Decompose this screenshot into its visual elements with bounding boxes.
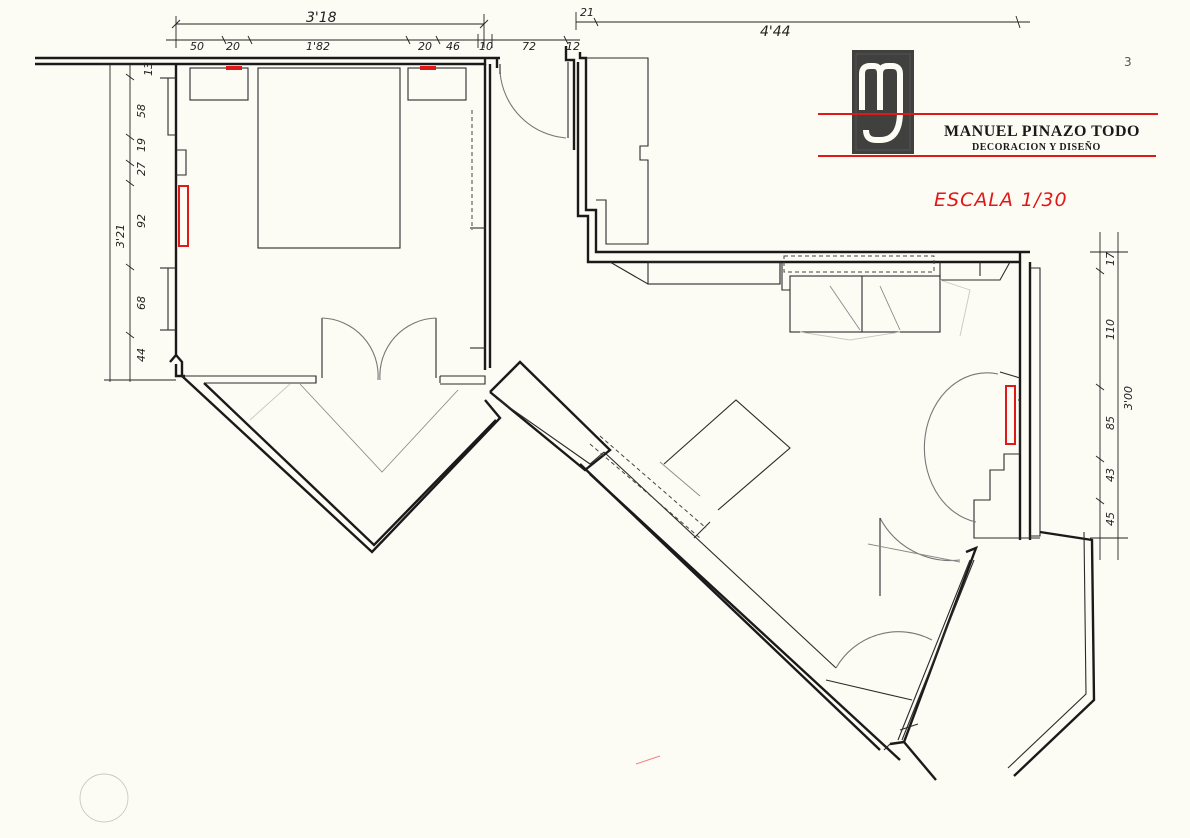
dim-right-side-seg-2: 110 [1104, 319, 1117, 340]
dim-right-side-seg-4: 43 [1104, 468, 1117, 482]
brand-subtitle: DECORACION Y DISEÑO [972, 141, 1101, 153]
dim-right-start: 21 [580, 6, 594, 19]
dim-top-gap-small: 12 [566, 40, 580, 53]
dim-left-seg-1: 13 [142, 62, 155, 76]
diagonal-counter [489, 360, 901, 761]
bedroom-walls [35, 56, 502, 554]
dim-top-seg-5: 46 [446, 40, 460, 53]
dim-right-side-seg-1: 17 [1104, 252, 1117, 266]
dim-right-total: 4'44 [760, 24, 791, 40]
dim-top-gap: 72 [522, 40, 536, 53]
light-marker-left [226, 66, 242, 70]
dim-left-seg-5: 92 [135, 214, 148, 228]
light-marker-right [420, 66, 436, 70]
dim-top-seg-3: 1'82 [306, 40, 330, 53]
glass-partition [825, 517, 979, 781]
sheet-number: 3 [1124, 55, 1132, 69]
double-door [321, 317, 437, 381]
right-room-walls [564, 46, 1041, 540]
radiator-left [178, 185, 189, 247]
radiator-right [1005, 385, 1016, 445]
dim-right-side-seg-5: 45 [1104, 512, 1117, 526]
dimension-lines [100, 12, 1128, 560]
dim-right-side-seg-3: 85 [1104, 416, 1117, 430]
dim-top-seg-2: 20 [226, 40, 240, 53]
brand-logo [852, 50, 914, 154]
dim-left-seg-3: 27 [135, 162, 148, 176]
dim-left-seg-4: 19 [135, 138, 148, 152]
dim-left-seg-2: 58 [135, 104, 148, 118]
dim-top-seg-4: 20 [418, 40, 432, 53]
dim-left-seg-7: 44 [135, 348, 148, 362]
balcony [1007, 530, 1096, 777]
dim-right-side-total: 3'00 [1122, 386, 1135, 410]
dim-top-total: 3'18 [306, 10, 337, 26]
brand-name: MANUEL PINAZO TODO [944, 123, 1140, 140]
faint-stamp [79, 773, 129, 823]
nightstand-right [407, 67, 467, 101]
scale-label: ESCALA 1/30 [934, 189, 1068, 211]
stray-red-mark [635, 755, 661, 765]
nightstand-left [189, 67, 249, 101]
bed [257, 67, 401, 249]
dim-left-total: 3'21 [114, 224, 127, 248]
dim-left-seg-6: 68 [135, 296, 148, 310]
dim-top-seg-1: 50 [190, 40, 204, 53]
entry-door [499, 62, 569, 139]
dim-top-seg-6: 10 [479, 40, 493, 53]
